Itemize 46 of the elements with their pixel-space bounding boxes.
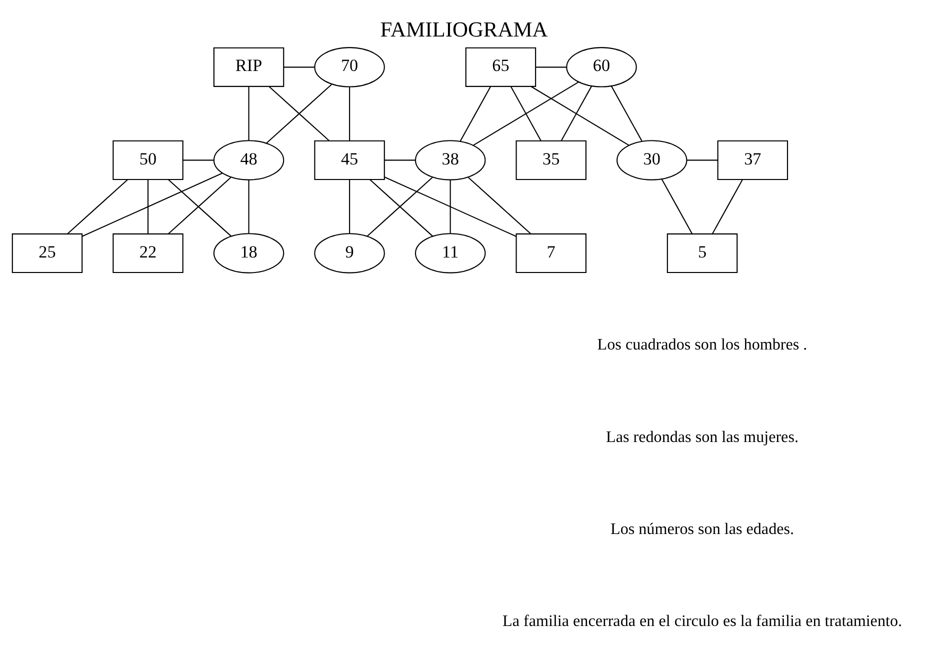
diagram-title: FAMILIOGRAMA [380,18,548,42]
node-ellipse: 18 [213,233,284,274]
label: Los cuadrados son los hombres . [597,336,808,354]
connector [67,179,128,234]
connector [531,86,630,146]
connector [183,160,214,161]
connector [510,86,542,142]
node-box: 45 [314,140,385,180]
node-box: 22 [112,233,184,274]
node-box: 50 [112,140,184,180]
connector [473,82,579,146]
connector [560,86,592,142]
node-box: 65 [465,47,536,87]
label: La familia encerrada en el circulo es la familia en tratamiento. [502,613,902,630]
connector [468,177,532,234]
node-ellipse: 11 [414,233,486,274]
node-ellipse: 38 [414,140,486,180]
connector [248,180,250,234]
node-ellipse: 60 [566,47,637,88]
node-box: 25 [12,233,83,274]
label: Las redondas son las mujeres. [606,428,798,446]
connector [82,172,223,237]
node-box: RIP [213,47,284,87]
node-box: 37 [717,140,788,180]
node-box: 35 [516,140,586,180]
connector [349,180,350,234]
node-ellipse: 70 [314,47,385,88]
node-ellipse: 30 [616,140,688,180]
connector [536,66,567,68]
connector [349,87,350,141]
node-box: 5 [666,233,738,274]
connector [460,86,491,142]
connector [384,160,416,161]
connector [147,180,149,234]
connector [610,86,642,142]
label: Los números son las edades. [610,520,794,538]
connector [686,160,718,161]
node-ellipse: 9 [314,233,385,274]
node-ellipse: 48 [213,140,284,180]
connector [248,86,250,140]
connector [712,179,743,234]
connector [384,176,516,237]
connector [450,180,451,234]
node-box: 7 [516,233,586,274]
connector [661,178,693,234]
connector [284,66,315,68]
